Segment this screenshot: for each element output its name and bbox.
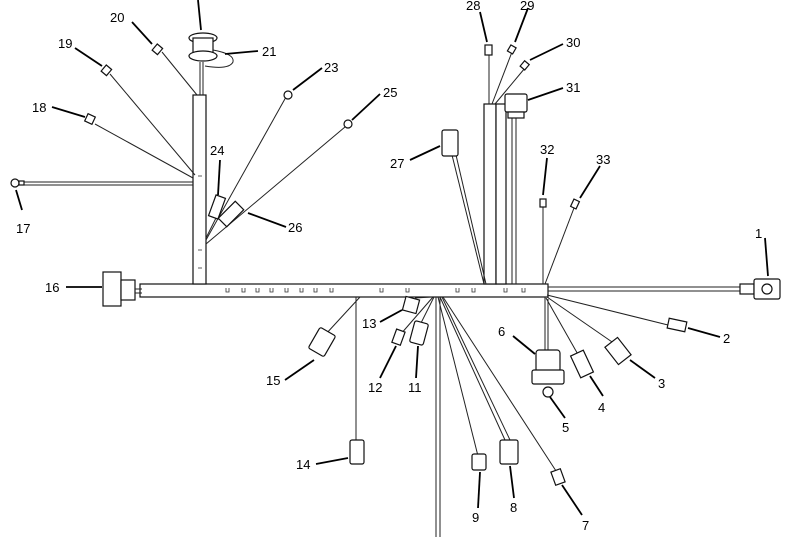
callout-27: 27 xyxy=(390,156,404,171)
connector-8 xyxy=(499,439,519,465)
connector-27 xyxy=(441,129,459,157)
callout-5: 5 xyxy=(562,420,569,435)
callout-33: 33 xyxy=(596,152,610,167)
terminal-30 xyxy=(519,59,531,71)
connector-9 xyxy=(471,453,487,471)
callout-19: 19 xyxy=(58,36,72,51)
main-harness-trunk xyxy=(139,283,549,298)
callout-2: 2 xyxy=(723,331,730,346)
callout-17: 17 xyxy=(16,221,30,236)
callout-arrows xyxy=(15,0,769,516)
connector-14 xyxy=(349,439,365,465)
callout-3: 3 xyxy=(658,376,665,391)
terminal-32 xyxy=(539,198,547,208)
connector-7 xyxy=(550,467,566,487)
ring-terminal-17 xyxy=(10,178,25,188)
terminal-19 xyxy=(100,64,113,77)
connector-24 xyxy=(207,194,227,220)
callout-20: 20 xyxy=(110,10,124,25)
callout-31: 31 xyxy=(566,80,580,95)
callout-9: 9 xyxy=(472,510,479,525)
ring-terminal-25 xyxy=(343,119,353,129)
callout-23: 23 xyxy=(324,60,338,75)
connector-15 xyxy=(308,327,336,357)
callout-26: 26 xyxy=(288,220,302,235)
callout-1: 1 xyxy=(755,226,762,241)
callout-29: 29 xyxy=(520,0,534,13)
callout-18: 18 xyxy=(32,100,46,115)
connector-31 xyxy=(504,93,528,119)
terminal-29 xyxy=(506,44,517,55)
callout-24: 24 xyxy=(210,143,224,158)
terminal-18 xyxy=(83,112,97,126)
terminal-33 xyxy=(569,198,581,210)
connector-26 xyxy=(217,200,245,228)
right-lower-wires xyxy=(544,294,669,359)
callout-25: 25 xyxy=(383,85,397,100)
callout-16: 16 xyxy=(45,280,59,295)
harness-clips xyxy=(198,175,526,293)
callout-labels: 1 2 3 4 5 6 7 8 9 11 12 13 14 15 16 17 1… xyxy=(16,0,762,533)
connector-13 xyxy=(401,295,421,315)
right-vertical-trunk-2 xyxy=(495,103,507,285)
connector-28 xyxy=(484,44,493,56)
lower-center-wires xyxy=(399,296,559,537)
right-vertical-trunk xyxy=(483,103,497,285)
callout-8: 8 xyxy=(510,500,517,515)
left-vertical-trunk xyxy=(192,94,207,285)
connector-3 xyxy=(604,336,632,366)
left-lower-wires xyxy=(324,296,361,440)
branch-32-33-wires xyxy=(542,207,575,285)
connector-4 xyxy=(569,349,595,379)
terminal-20 xyxy=(151,43,164,56)
ring-terminal-23 xyxy=(283,90,293,100)
end-connector-1 xyxy=(548,278,781,300)
connector-11 xyxy=(409,320,429,346)
callout-32: 32 xyxy=(540,142,554,157)
right-branch-wires xyxy=(451,51,526,285)
callout-15: 15 xyxy=(266,373,280,388)
callout-4: 4 xyxy=(598,400,605,415)
callout-12: 12 xyxy=(368,380,382,395)
sensor-6 xyxy=(531,349,565,398)
connector-2 xyxy=(666,317,688,333)
callout-6: 6 xyxy=(498,324,505,339)
callout-28: 28 xyxy=(466,0,480,13)
callout-13: 13 xyxy=(362,316,376,331)
callout-30: 30 xyxy=(566,35,580,50)
callout-7: 7 xyxy=(582,518,589,533)
connector-12 xyxy=(391,328,406,347)
callout-14: 14 xyxy=(296,457,310,472)
spool-21 xyxy=(188,32,234,95)
left-branch-wires xyxy=(22,51,346,245)
callout-11: 11 xyxy=(408,380,422,395)
end-connector-16 xyxy=(102,271,142,307)
callout-21: 21 xyxy=(262,44,276,59)
